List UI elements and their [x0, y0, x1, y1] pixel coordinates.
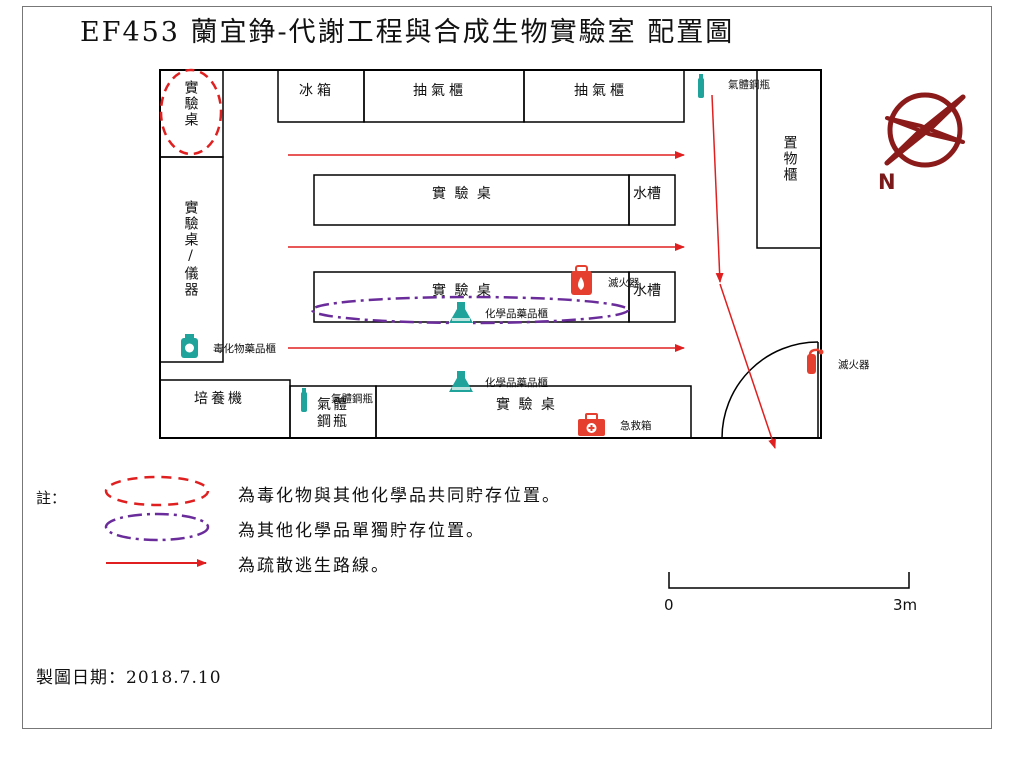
chemical-storage-marker — [310, 295, 630, 325]
gas-cylinder-top-label: 氣體鋼瓶 — [728, 79, 770, 91]
hood-1-label: 抽氣櫃 — [413, 83, 467, 99]
chemical-flask-icon — [449, 301, 473, 325]
drawing-date: 製圖日期：2018.7.10 — [36, 668, 222, 688]
bench-instrument-box — [159, 156, 224, 363]
scale-bar — [668, 572, 910, 589]
bench-corner-label: 實驗桌 — [182, 80, 199, 128]
legend-route-text: 為疏散逃生路線。 — [238, 556, 390, 576]
compass-icon — [884, 92, 966, 168]
chemical-flask-icon — [449, 371, 473, 392]
storage-cabinet-label: 置物櫃 — [781, 135, 798, 183]
gas-cylinder-bottom-label: 氣體鋼瓶 — [331, 393, 373, 405]
sink-2-box — [628, 271, 676, 323]
toxic-storage-marker — [159, 68, 223, 156]
fire-extinguisher-icon — [807, 348, 824, 374]
page-title: EF453 蘭宜錚-代謝工程與合成生物實驗室 配置圖 — [80, 17, 735, 48]
incubator-label: 培養機 — [194, 391, 245, 407]
scale-end-label: 3m — [893, 596, 918, 614]
first-aid-label: 急救箱 — [620, 420, 652, 432]
gas-cylinder-icon — [301, 388, 307, 412]
bench-bottom-box — [375, 385, 692, 439]
toxic-cabinet-label: 毒化物藥品櫃 — [213, 343, 276, 355]
bench-center-2-label: 實 驗 桌 — [432, 283, 493, 299]
door-swing — [721, 341, 819, 439]
fridge-label: 冰箱 — [299, 83, 335, 99]
hood-2-label: 抽氣櫃 — [574, 83, 628, 99]
incubator-box — [159, 379, 291, 439]
legend-toxic-marker — [104, 475, 210, 507]
bench-instrument-label: 實驗桌/儀器 — [182, 200, 199, 298]
page-frame — [22, 6, 992, 729]
chemical-cabinet-center-label: 化學品藥品櫃 — [485, 308, 548, 320]
sink-1-label: 水槽 — [633, 186, 661, 202]
toxic-cabinet-icon — [181, 334, 198, 358]
hood-2-box — [523, 69, 685, 123]
legend-chem-text: 為其他化學品單獨貯存位置。 — [238, 521, 485, 541]
bench-bottom-label: 實 驗 桌 — [496, 397, 557, 413]
extinguisher-center-label: 滅火器 — [608, 277, 640, 289]
fire-extinguisher-icon — [571, 265, 592, 295]
gas-cylinder-room-label: 氣體鋼瓶 — [317, 397, 349, 430]
legend-toxic-text: 為毒化物與其他化學品共同貯存位置。 — [238, 486, 561, 506]
route-arrow — [711, 94, 724, 283]
scale-start-label: 0 — [664, 596, 674, 614]
legend-chem-marker — [104, 512, 210, 542]
first-aid-icon — [578, 413, 605, 436]
route-arrow — [719, 283, 776, 449]
chemical-cabinet-bottom-label: 化學品藥品櫃 — [485, 377, 548, 389]
bench-center-1-label: 實 驗 桌 — [432, 186, 493, 202]
legend-note-label: 註： — [36, 489, 67, 507]
gas-cylinder-icon — [698, 74, 704, 98]
extinguisher-right-label: 滅火器 — [838, 359, 870, 371]
north-label: N — [878, 170, 896, 194]
storage-cabinet-box — [756, 69, 822, 249]
sink-1-box — [628, 174, 676, 226]
sink-2-label: 水槽 — [633, 283, 661, 299]
